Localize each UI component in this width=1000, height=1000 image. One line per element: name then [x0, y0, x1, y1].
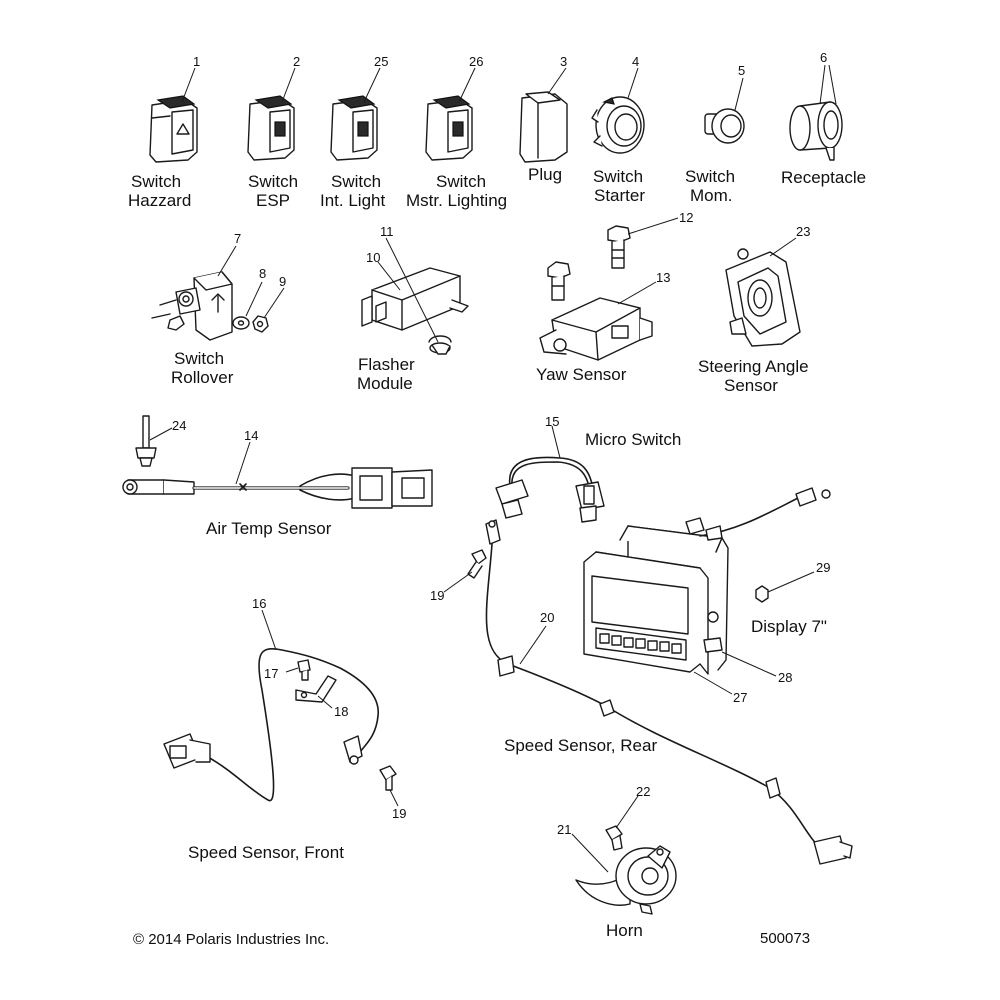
momentary-switch-part: [704, 108, 745, 144]
hazard-switch-part: [149, 95, 198, 163]
callout-9: 9: [279, 274, 286, 289]
callout-5: 5: [738, 63, 745, 78]
label-esp-line2: ESP: [256, 191, 290, 210]
label-horn: Horn: [606, 921, 643, 940]
washer-8-part: [232, 316, 250, 330]
callout-19-front: 19: [392, 806, 406, 821]
bolt-17-part: [297, 659, 311, 681]
starter-switch-part: [591, 96, 645, 154]
callout-28: 28: [778, 670, 792, 685]
callout-17: 17: [264, 666, 278, 681]
callout-12: 12: [679, 210, 693, 225]
label-yaw: Yaw Sensor: [536, 365, 627, 384]
callout-25: 25: [374, 54, 388, 69]
steering-angle-sensor-part: [725, 248, 801, 347]
callout-8: 8: [259, 266, 266, 281]
label-master-lighting-line2: Mstr. Lighting: [406, 191, 507, 210]
display-front-part: [583, 551, 723, 675]
label-receptacle: Receptacle: [781, 168, 866, 187]
label-int-light-line1: Switch: [331, 172, 381, 191]
label-rollover-line2: Rollover: [171, 368, 234, 387]
copyright-text: © 2014 Polaris Industries Inc.: [133, 931, 329, 948]
callout-19-rear: 19: [430, 588, 444, 603]
air-temp-sensor-part: [122, 467, 433, 509]
label-master-lighting-line1: Switch: [436, 172, 486, 191]
receptacle-part: [789, 101, 843, 161]
label-momentary-line1: Switch: [685, 167, 735, 186]
callout-2: 2: [293, 54, 300, 69]
callout-24: 24: [172, 418, 186, 433]
esp-switch-part: [247, 95, 295, 161]
callout-11: 11: [380, 224, 394, 239]
speed-sensor-front-part: [163, 648, 380, 802]
master-lighting-switch-part: [425, 95, 473, 161]
bolt-19b-part: [379, 765, 397, 791]
callout-23: 23: [796, 224, 810, 239]
label-starter-line2: Starter: [594, 186, 645, 205]
callout-29: 29: [816, 560, 830, 575]
rollover-switch-part: [151, 271, 233, 341]
callout-27: 27: [733, 690, 747, 705]
label-rollover-line1: Switch: [174, 349, 224, 368]
flasher-module-part: [361, 267, 469, 331]
bolt-19a-part: [467, 549, 487, 579]
diagram-id: 500073: [760, 930, 810, 947]
callout-21: 21: [557, 822, 571, 837]
yaw-sensor-part: [539, 297, 653, 361]
label-hazard-line2: Hazzard: [128, 191, 191, 210]
label-int-light-line2: Int. Light: [320, 191, 385, 210]
label-air-temp: Air Temp Sensor: [206, 519, 332, 538]
label-display: Display 7": [751, 617, 827, 636]
callout-7: 7: [234, 231, 241, 246]
callout-1: 1: [193, 54, 200, 69]
callout-22: 22: [636, 784, 650, 799]
label-momentary-line2: Mom.: [690, 186, 733, 205]
screw-11-part: [428, 335, 452, 355]
bolt-12-part: [607, 225, 631, 269]
label-speed-front: Speed Sensor, Front: [188, 843, 344, 862]
callout-14: 14: [244, 428, 258, 443]
callout-16: 16: [252, 596, 266, 611]
callout-4: 4: [632, 54, 639, 69]
nut-29-part: [755, 585, 769, 603]
nut-9-part: [252, 315, 269, 333]
callout-13: 13: [656, 270, 670, 285]
label-flasher-line2: Module: [357, 374, 413, 393]
int-light-switch-part: [330, 95, 378, 161]
bolt-22-part: [605, 825, 623, 851]
label-plug: Plug: [528, 165, 562, 184]
label-speed-rear: Speed Sensor, Rear: [504, 736, 657, 755]
rivet-24-part: [135, 415, 157, 467]
plug-part: [519, 91, 568, 163]
label-esp-line1: Switch: [248, 172, 298, 191]
callout-26: 26: [469, 54, 483, 69]
label-micro-switch: Micro Switch: [585, 430, 681, 449]
micro-switch-part: [495, 456, 605, 523]
bracket-18-part: [295, 675, 337, 703]
label-flasher-line1: Flasher: [358, 355, 415, 374]
speed-sensor-rear-part: [485, 519, 853, 865]
label-starter-line1: Switch: [593, 167, 643, 186]
label-steering-line2: Sensor: [724, 376, 778, 395]
bolt-12b-part: [547, 261, 571, 301]
callout-15: 15: [545, 414, 559, 429]
callout-10: 10: [366, 250, 380, 265]
label-hazard-line1: Switch: [131, 172, 181, 191]
callout-3: 3: [560, 54, 567, 69]
callout-6: 6: [820, 50, 827, 65]
label-steering-line1: Steering Angle: [698, 357, 809, 376]
callout-18: 18: [334, 704, 348, 719]
horn-part: [575, 845, 677, 915]
callout-20: 20: [540, 610, 554, 625]
